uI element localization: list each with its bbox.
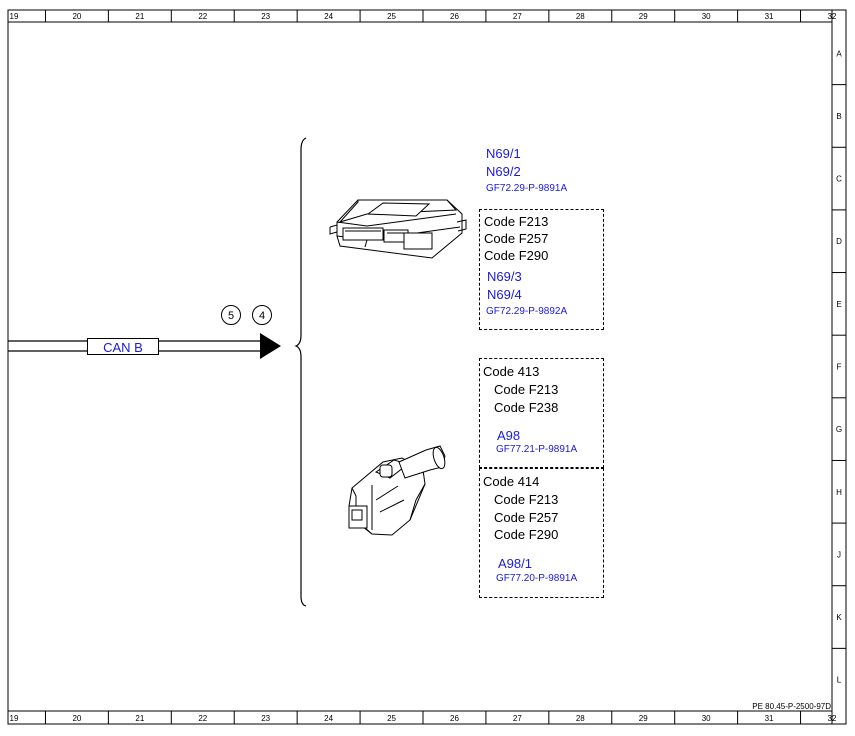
column-label-30: 30 <box>702 714 711 723</box>
column-label-24: 24 <box>324 714 333 723</box>
column-label-21: 21 <box>135 714 144 723</box>
column-label-19: 19 <box>10 714 19 723</box>
row-label-K: K <box>836 613 842 622</box>
code-f290: Code F290 <box>484 248 549 263</box>
column-label-29: 29 <box>639 12 648 21</box>
row-label-A: A <box>836 49 842 58</box>
row-label-F: F <box>837 363 842 372</box>
document-reference: PE 80.45-P-2500-97D <box>752 702 831 711</box>
component-n69-2: N69/2 <box>486 164 521 179</box>
component-n69-3: N69/3 <box>487 269 522 284</box>
code-box-a98-1 <box>479 468 604 598</box>
row-label-G: G <box>836 425 842 434</box>
code-f257: Code F257 <box>494 510 559 525</box>
row-label-H: H <box>836 488 842 497</box>
column-label-28: 28 <box>576 12 585 21</box>
grouping-brace <box>294 137 307 607</box>
column-label-24: 24 <box>324 12 333 21</box>
code-f238: Code F238 <box>494 400 559 415</box>
column-label-26: 26 <box>450 12 459 21</box>
component-a98-1: A98/1 <box>498 556 532 571</box>
column-label-23: 23 <box>261 12 270 21</box>
antenna-module-illustration <box>348 445 446 536</box>
code-box-a98 <box>479 358 604 468</box>
column-label-25: 25 <box>387 714 396 723</box>
can-b-label: CAN B <box>87 338 159 355</box>
code-414: Code 414 <box>483 474 540 489</box>
column-label-27: 27 <box>513 12 522 21</box>
component-n69-1: N69/1 <box>486 146 521 161</box>
row-label-B: B <box>836 112 841 121</box>
column-ruler: 19 19 20 20 21 21 22 22 23 23 24 24 25 25 26 26 27 27 28 28… <box>10 10 837 724</box>
row-label-J: J <box>837 550 841 559</box>
column-label-27: 27 <box>513 714 522 723</box>
control-unit-illustration <box>329 199 467 259</box>
column-label-20: 20 <box>72 714 81 723</box>
column-label-32: 32 <box>828 12 837 21</box>
callout-5: 5 <box>221 305 241 325</box>
column-label-29: 29 <box>639 714 648 723</box>
column-label-19: 19 <box>10 12 19 21</box>
column-label-30: 30 <box>702 12 711 21</box>
column-label-28: 28 <box>576 714 585 723</box>
code-f213: Code F213 <box>484 214 549 229</box>
column-label-26: 26 <box>450 714 459 723</box>
column-label-21: 21 <box>135 12 144 21</box>
code-f213: Code F213 <box>494 492 559 507</box>
row-ruler: A B C D E F G H J K L <box>832 49 846 685</box>
column-label-20: 20 <box>72 12 81 21</box>
code-f257: Code F257 <box>484 231 549 246</box>
code-box-door-control <box>479 209 604 330</box>
code-413: Code 413 <box>483 364 540 379</box>
column-label-32: 32 <box>828 714 837 723</box>
column-label-31: 31 <box>765 12 774 21</box>
column-label-31: 31 <box>765 714 774 723</box>
callout-4: 4 <box>252 305 272 325</box>
column-label-23: 23 <box>261 714 270 723</box>
column-label-22: 22 <box>198 12 207 21</box>
component-n69-4: N69/4 <box>487 287 522 302</box>
reference-gf72-29-9892a: GF72.29-P-9892A <box>486 306 568 317</box>
code-f213: Code F213 <box>494 382 559 397</box>
column-label-25: 25 <box>387 12 396 21</box>
reference-gf77-20-9891a: GF77.20-P-9891A <box>496 573 578 584</box>
component-a98: A98 <box>497 428 521 443</box>
row-label-L: L <box>837 676 842 685</box>
code-f290: Code F290 <box>494 527 559 542</box>
row-label-E: E <box>836 300 841 309</box>
reference-gf77-21-9891a: GF77.21-P-9891A <box>496 444 578 455</box>
row-label-D: D <box>836 237 842 246</box>
row-label-C: C <box>836 175 842 184</box>
reference-gf72-29-9891a: GF72.29-P-9891A <box>486 183 568 194</box>
column-label-22: 22 <box>198 714 207 723</box>
